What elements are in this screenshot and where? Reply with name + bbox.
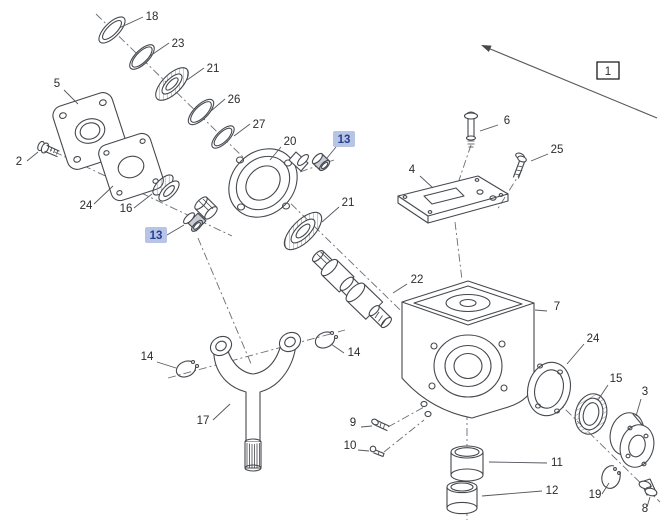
part-housing-7 (402, 281, 534, 418)
part-bolt-2 (36, 140, 59, 156)
part-ring-27 (208, 122, 237, 151)
callout-7[interactable]: 7 (554, 301, 560, 313)
svg-text:1: 1 (605, 66, 611, 78)
callout-21a[interactable]: 21 (207, 63, 220, 75)
callout-20[interactable]: 20 (284, 136, 297, 148)
part-gasket-24a (96, 131, 165, 203)
part-fitting-10 (370, 446, 384, 456)
callout-15[interactable]: 15 (610, 373, 623, 385)
part-bolt-9 (371, 418, 389, 431)
part-bearing-carrier-20 (215, 135, 311, 231)
callout-10[interactable]: 10 (344, 440, 357, 452)
callout-17[interactable]: 17 (197, 415, 210, 427)
part-gasket-24b (522, 357, 577, 420)
callout-16[interactable]: 16 (120, 203, 133, 215)
leader-lines (27, 17, 650, 507)
part-pinion-shaft (193, 195, 219, 221)
callout-11[interactable]: 11 (551, 457, 563, 469)
callout-24b[interactable]: 24 (587, 333, 600, 345)
svg-text:13: 13 (150, 230, 163, 242)
callout-6[interactable]: 6 (504, 115, 510, 127)
callout-1-boxed[interactable]: 1 (597, 62, 619, 79)
figure-reference-line (481, 45, 657, 118)
part-bushing-13b (182, 211, 206, 233)
callout-13-highlighted-a[interactable]: 13 (333, 131, 355, 147)
part-bearing-21a (150, 62, 193, 105)
part-snap-ring-14b (313, 330, 338, 351)
callout-13-highlighted-b[interactable]: 13 (145, 227, 167, 243)
callout-27[interactable]: 27 (253, 119, 266, 131)
callout-8[interactable]: 8 (642, 503, 648, 515)
svg-text:13: 13 (338, 134, 351, 146)
callout-23[interactable]: 23 (172, 38, 185, 50)
callout-25[interactable]: 25 (551, 144, 564, 156)
part-snap-ring-19 (599, 465, 621, 491)
part-bushing-11 (451, 446, 483, 481)
callout-26[interactable]: 26 (228, 94, 241, 106)
part-bracket-4 (398, 176, 508, 223)
part-bearing-cone-16 (150, 172, 183, 205)
arrowhead-icon (481, 45, 492, 52)
callout-19[interactable]: 19 (589, 489, 602, 501)
callout-3[interactable]: 3 (642, 386, 648, 398)
part-breather-6 (465, 112, 478, 147)
part-bushing-13a (311, 152, 331, 172)
callout-9[interactable]: 9 (350, 417, 356, 429)
part-snap-ring-18 (95, 13, 129, 47)
callout-5[interactable]: 5 (54, 78, 60, 90)
part-bearing-21b (278, 206, 327, 255)
part-yoke-17 (207, 329, 304, 471)
part-seal-ring-23 (126, 41, 158, 73)
callout-4[interactable]: 4 (409, 164, 416, 176)
callout-18[interactable]: 18 (146, 11, 159, 23)
callout-21b[interactable]: 21 (342, 197, 355, 209)
part-bushing-12 (447, 481, 477, 513)
callout-24a[interactable]: 24 (80, 200, 93, 212)
callout-14b[interactable]: 14 (348, 347, 361, 359)
part-snap-ring-14a (174, 359, 199, 380)
part-ring-26 (184, 95, 217, 128)
part-shaft-22 (311, 249, 393, 329)
part-seal-15 (571, 390, 612, 438)
callout-12[interactable]: 12 (546, 485, 559, 497)
callout-2[interactable]: 2 (16, 156, 22, 168)
callout-22[interactable]: 22 (411, 274, 424, 286)
part-bolt-25 (514, 152, 528, 178)
part-end-cover-3 (605, 409, 658, 471)
callout-14a[interactable]: 14 (141, 351, 154, 363)
part-plug-8 (638, 479, 657, 497)
